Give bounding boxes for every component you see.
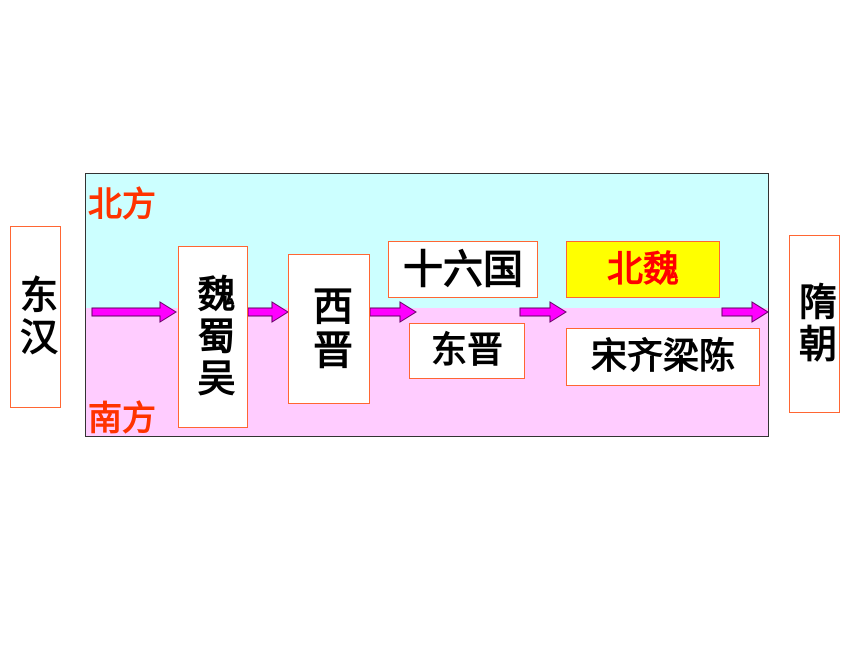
dynasty-songqiliangchen-label: 宋齐梁陈 — [590, 336, 735, 377]
dynasty-xijin: 西晋 — [288, 254, 370, 404]
dynasty-shiliuguo-label: 十六国 — [403, 246, 523, 293]
dynasty-donghan: 东汉 — [10, 226, 61, 408]
north-label: 北方 — [88, 185, 156, 225]
south-label: 南方 — [88, 399, 156, 439]
dynasty-xijin-label: 西晋 — [306, 285, 352, 373]
dynasty-beiwei: 北魏 — [566, 241, 720, 298]
arrow-2 — [247, 301, 289, 323]
dynasty-weishuwu-label: 魏蜀吴 — [191, 274, 235, 400]
dynasty-shiliuguo: 十六国 — [388, 241, 538, 298]
dynasty-suichao: 隋朝 — [789, 235, 840, 413]
arrow-1 — [91, 301, 177, 323]
dynasty-songqiliangchen: 宋齐梁陈 — [566, 328, 760, 386]
arrow-3 — [369, 301, 417, 323]
dynasty-dongjin-label: 东晋 — [430, 330, 503, 371]
dynasty-suichao-label: 隋朝 — [792, 282, 837, 366]
dynasty-dongjin: 东晋 — [409, 323, 525, 379]
dynasty-weishuwu: 魏蜀吴 — [178, 246, 248, 428]
dynasty-beiwei-label: 北魏 — [606, 248, 679, 290]
dynasty-donghan-label: 东汉 — [13, 275, 58, 359]
arrow-5 — [721, 301, 769, 323]
arrow-4 — [519, 301, 567, 323]
